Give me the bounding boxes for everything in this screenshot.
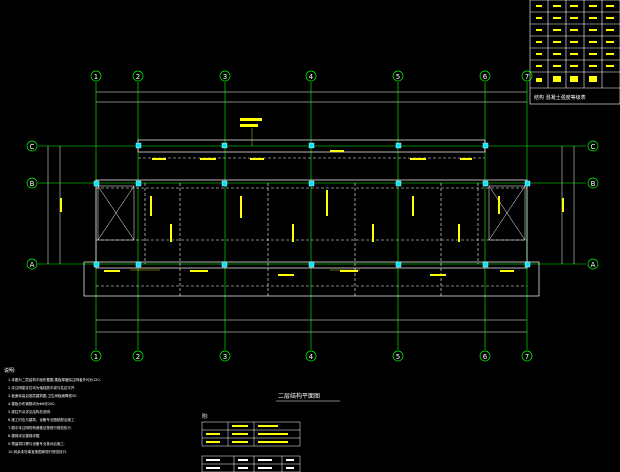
axis-label-bottom-4: 4 <box>309 353 314 361</box>
note-line: 1.本图为二层结构平面布置图,楼板厚度除注明者外均为120. <box>8 377 101 382</box>
notes-heading: 说明: <box>4 367 16 374</box>
axis-label-top-2: 2 <box>136 73 140 81</box>
column-axis-lines <box>95 82 528 350</box>
note-line: 9.预留洞口需与设备专业核对后施工. <box>8 441 65 446</box>
schedule-table-bottom-2-marks <box>206 459 294 469</box>
note-line: 10.其余未尽事宜按国家现行规范执行. <box>8 449 67 454</box>
schedule-table-marks <box>536 5 614 82</box>
notes-list: 1.本图为二层结构平面布置图,楼板厚度除注明者外均为120. 2.未注明梁定位均… <box>8 377 101 454</box>
axis-bubbles-sides <box>26 140 599 270</box>
note-line: 5.梁柱节点详见结构总说明. <box>8 409 51 414</box>
axis-label-bottom-5: 5 <box>396 353 400 361</box>
schedule-table-bottom-1-marks <box>206 425 288 443</box>
schedule-table-top-right <box>529 0 620 105</box>
beam-outline <box>83 139 540 297</box>
note-line: 8.楼梯详见楼梯详图. <box>8 433 40 438</box>
axis-label-bottom-3: 3 <box>223 353 227 361</box>
axis-label-right-a: A <box>591 261 596 269</box>
axis-label-left-b: B <box>30 180 35 188</box>
axis-bubbles-top <box>90 70 533 82</box>
axis-bubbles-bottom <box>90 350 533 362</box>
structural-columns <box>93 142 531 268</box>
axis-label-right-c: C <box>591 143 596 151</box>
axis-label-left-c: C <box>30 143 35 151</box>
dashed-beams <box>96 157 527 296</box>
axis-label-bottom-6: 6 <box>483 353 488 361</box>
schedule-table-bottom-2 <box>201 455 301 472</box>
note-line: 6.施工时应与建筑、设备专业图纸配合施工. <box>8 417 75 422</box>
axis-label-bottom-7: 7 <box>525 353 529 361</box>
row-axis-lines <box>38 145 586 265</box>
axis-label-top-1: 1 <box>94 73 98 81</box>
axis-label-left-a: A <box>30 261 35 269</box>
note-line: 7.图中未注明的构造做法按现行规范执行. <box>8 425 72 430</box>
note-line: 3.板面标高见各层建筑图,卫生间板面降低50. <box>8 393 78 398</box>
axis-label-top-7: 7 <box>525 73 529 81</box>
note-line: 4.楼板分布钢筋均为Φ6@200. <box>8 401 56 406</box>
stair-openings <box>97 185 526 241</box>
schedule-table-bottom-1 <box>201 421 301 447</box>
axis-label-bottom-2: 2 <box>136 353 140 361</box>
axis-label-right-b: B <box>591 180 596 188</box>
axis-label-top-5: 5 <box>396 73 400 81</box>
axis-label-top-4: 4 <box>309 73 314 81</box>
axis-label-bottom-1: 1 <box>94 353 98 361</box>
axis-label-top-3: 3 <box>223 73 227 81</box>
axis-label-top-6: 6 <box>483 73 488 81</box>
note-line: 2.未注明梁定位均为轴线居中或与柱边平齐. <box>8 385 75 390</box>
plan-title: 二层结构平面图 <box>278 392 320 400</box>
annotation-leaders <box>130 128 360 271</box>
schedule-label: 附: <box>202 413 209 420</box>
schedule-table-footer: 结构 混凝土强度等级表 <box>534 94 586 101</box>
rebar-annotations <box>60 118 564 276</box>
